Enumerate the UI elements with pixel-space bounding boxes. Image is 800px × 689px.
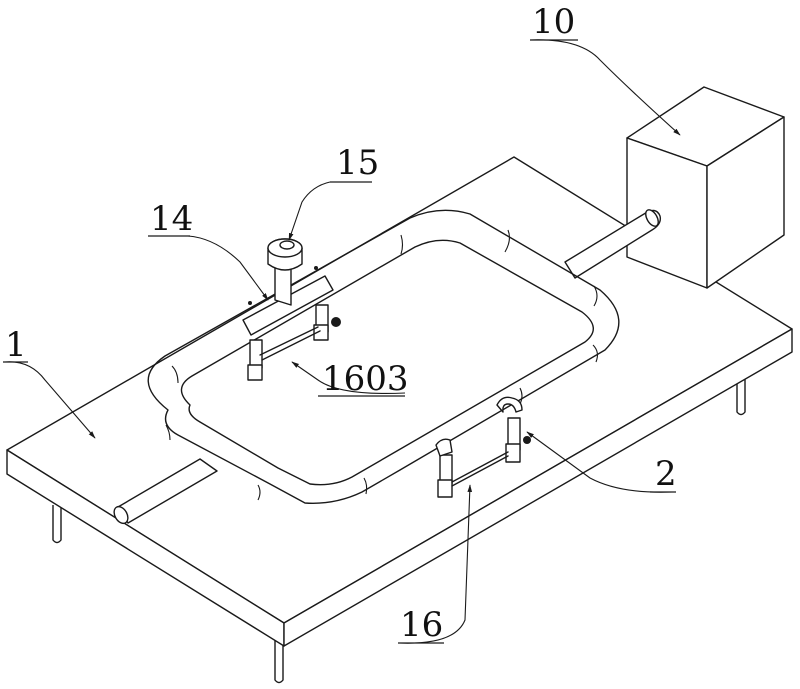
callout-14: 14 bbox=[150, 199, 193, 239]
upper-support bbox=[247, 266, 341, 381]
front-connector-pipe bbox=[113, 458, 218, 525]
box-unit bbox=[626, 86, 785, 289]
table-legs bbox=[52, 378, 746, 684]
callout-16: 16 bbox=[400, 605, 443, 645]
tee-fitting bbox=[242, 238, 334, 336]
callout-15: 15 bbox=[336, 143, 379, 183]
callout-1603: 1603 bbox=[322, 359, 409, 399]
lower-support bbox=[435, 396, 531, 498]
callout-1: 1 bbox=[5, 325, 27, 365]
callout-10: 10 bbox=[532, 2, 575, 42]
rear-connector-pipe bbox=[564, 209, 662, 279]
callout-labels: 10 15 14 1 1603 2 16 bbox=[3, 2, 677, 645]
leader-lines bbox=[4, 39, 681, 644]
table bbox=[6, 156, 793, 647]
loop-pipe bbox=[147, 209, 620, 504]
callout-2: 2 bbox=[655, 454, 677, 494]
